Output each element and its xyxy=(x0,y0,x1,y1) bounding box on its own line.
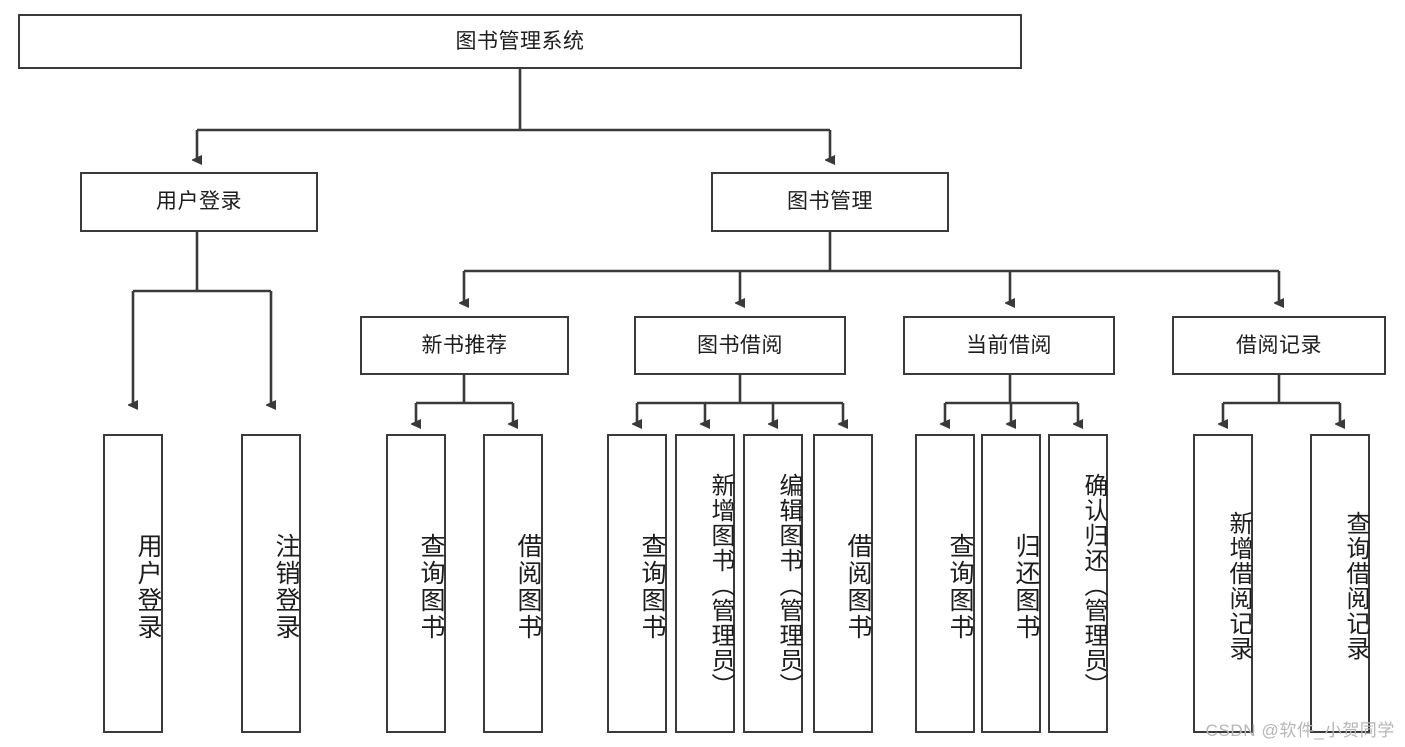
leaf-logout-login[interactable]: 注销登录 xyxy=(241,434,301,733)
node-borrow-record[interactable]: 借阅记录 xyxy=(1172,316,1386,375)
node-label: 图书管理 xyxy=(787,190,873,214)
node-label: 图书管理系统 xyxy=(455,29,585,53)
leaf-add-borrow-record[interactable]: 新增借阅记录 xyxy=(1193,434,1253,733)
node-label: 归还图书 xyxy=(1012,532,1040,641)
leaf-borrow-book-borrow[interactable]: 借阅图书 xyxy=(813,434,873,733)
node-label: 注销登录 xyxy=(272,532,300,641)
node-label: 借阅记录 xyxy=(1236,333,1322,357)
leaf-edit-book-admin[interactable]: 编辑图书（管理员） xyxy=(743,434,803,733)
leaf-confirm-return-admin[interactable]: 确认归还（管理员） xyxy=(1048,434,1108,733)
node-label: 借阅图书 xyxy=(514,532,542,641)
node-label: 当前借阅 xyxy=(966,333,1052,357)
node-label: 查询借阅记录 xyxy=(1342,510,1369,661)
node-label: 新增借阅记录 xyxy=(1225,510,1252,661)
node-user-login[interactable]: 用户登录 xyxy=(80,172,318,232)
node-root-system[interactable]: 图书管理系统 xyxy=(18,14,1022,69)
node-label: 借阅图书 xyxy=(844,532,872,641)
node-label: 编辑图书（管理员） xyxy=(775,473,802,698)
leaf-return-book[interactable]: 归还图书 xyxy=(981,434,1041,733)
leaf-query-book-borrow[interactable]: 查询图书 xyxy=(607,434,667,733)
node-label: 新增图书（管理员） xyxy=(707,473,734,698)
node-label: 新书推荐 xyxy=(421,333,508,357)
leaf-query-book-recommend[interactable]: 查询图书 xyxy=(386,434,446,733)
node-book-manage[interactable]: 图书管理 xyxy=(711,172,949,232)
node-current-borrow[interactable]: 当前借阅 xyxy=(903,316,1115,375)
node-label: 查询图书 xyxy=(417,532,445,641)
node-new-book-recommend[interactable]: 新书推荐 xyxy=(360,316,569,375)
leaf-user-login[interactable]: 用户登录 xyxy=(103,434,163,733)
node-book-borrow[interactable]: 图书借阅 xyxy=(634,316,846,375)
node-label: 查询图书 xyxy=(638,532,666,641)
leaf-query-book-current[interactable]: 查询图书 xyxy=(915,434,975,733)
leaf-borrow-book-recommend[interactable]: 借阅图书 xyxy=(483,434,543,733)
leaf-query-borrow-record[interactable]: 查询借阅记录 xyxy=(1310,434,1370,733)
node-label: 用户登录 xyxy=(134,532,162,641)
node-label: 确认归还（管理员） xyxy=(1080,473,1107,698)
leaf-add-book-admin[interactable]: 新增图书（管理员） xyxy=(675,434,735,733)
node-label: 图书借阅 xyxy=(697,333,783,357)
node-label: 用户登录 xyxy=(156,190,242,214)
node-label: 查询图书 xyxy=(946,532,974,641)
csdn-watermark: CSDN @软件_小贺同学 xyxy=(1205,721,1395,740)
